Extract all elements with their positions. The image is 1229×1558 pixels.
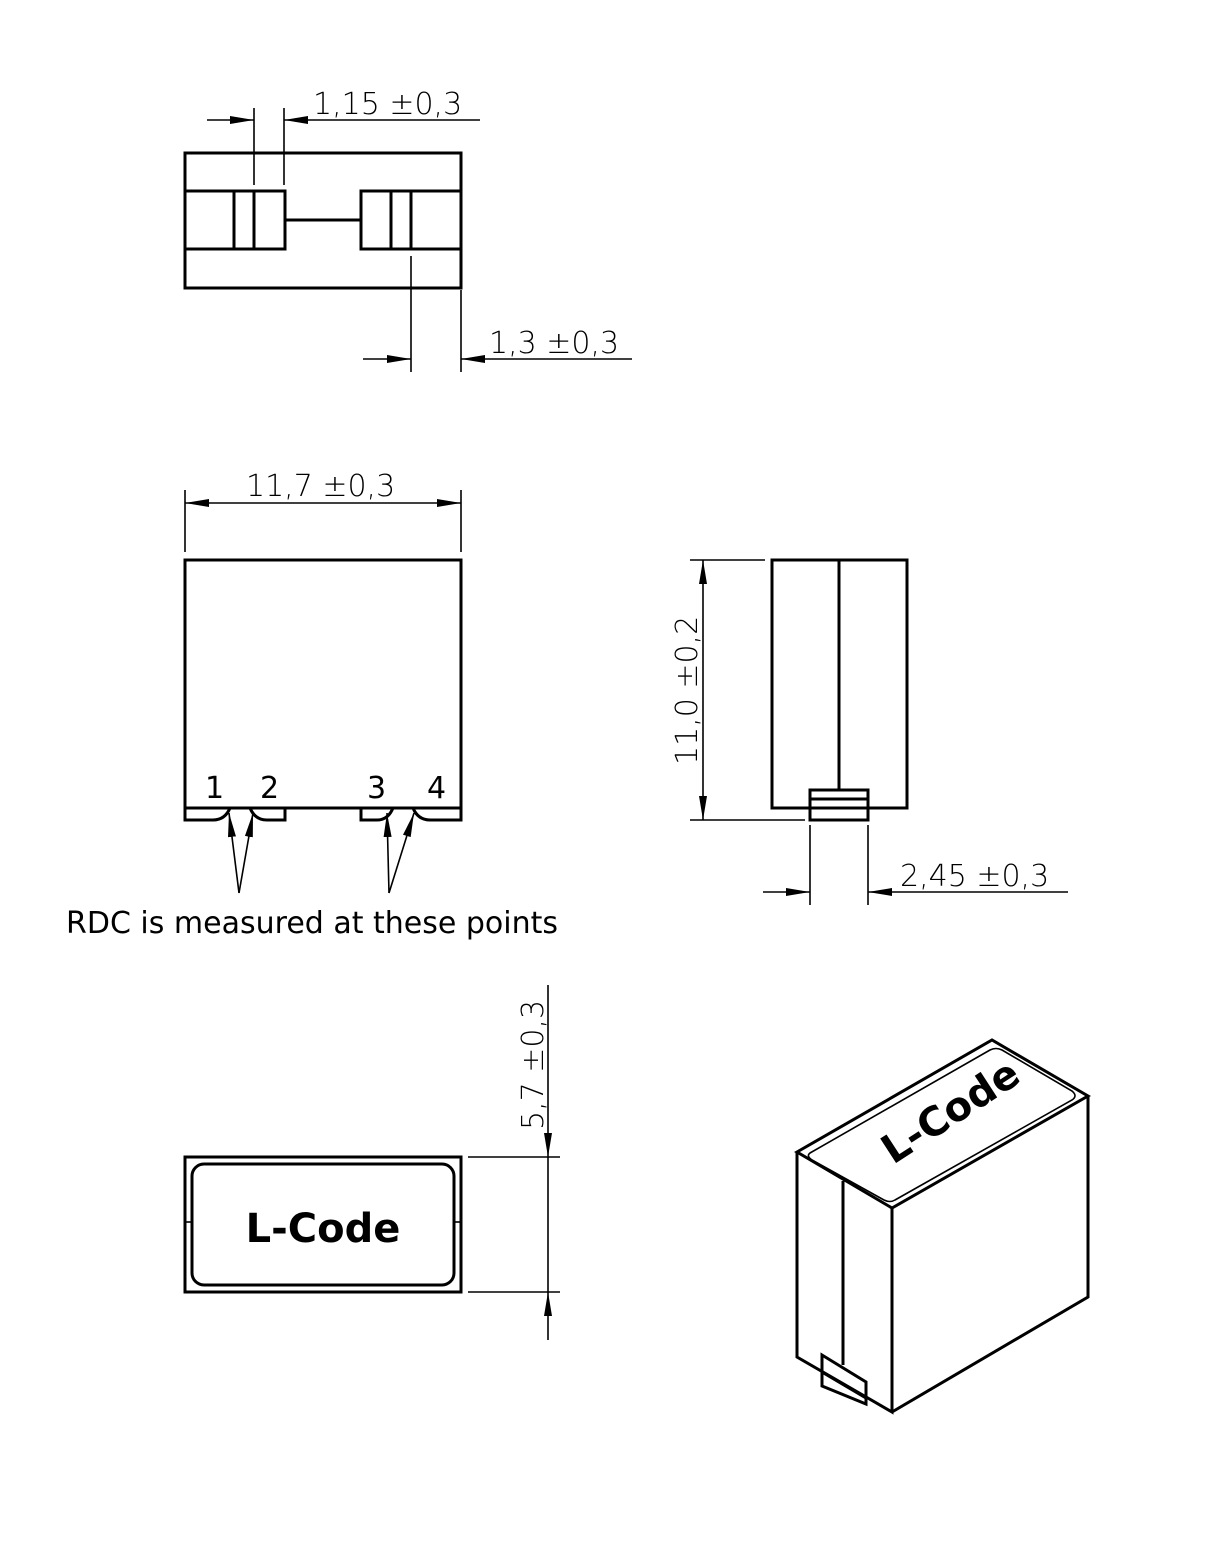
side-view: 11,0 ±0,2 2,45 ±0,3 <box>670 558 1068 905</box>
rdc-note: RDC is measured at these points <box>66 906 558 941</box>
dim-height: 11,0 ±0,2 <box>670 616 705 765</box>
l-code-marking-iso: L-Code <box>873 1051 1028 1174</box>
l-code-marking: L-Code <box>246 1206 401 1252</box>
dim-width: 5,7 ±0,3 <box>516 1000 551 1130</box>
isometric-view: L-Code <box>794 1038 1091 1415</box>
pin-1-label: 1 <box>205 771 224 806</box>
front-view: 11,7 ±0,3 1 2 3 4 RDC is measured at the… <box>66 469 558 941</box>
pin-2-label: 2 <box>260 771 279 806</box>
dim-length: 11,7 ±0,3 <box>246 469 395 504</box>
marking-view: L-Code 5,7 ±0,3 <box>183 985 560 1340</box>
dim-terminal-width: 1,15 ±0,3 <box>313 87 462 122</box>
dim-terminal-offset: 1,3 ±0,3 <box>489 326 619 361</box>
pin-3-label: 3 <box>367 771 386 806</box>
dim-pad-width: 2,45 ±0,3 <box>900 859 1049 894</box>
top-view: 1,15 ±0,3 1,3 ±0,3 <box>183 87 632 372</box>
pin-4-label: 4 <box>427 771 446 806</box>
